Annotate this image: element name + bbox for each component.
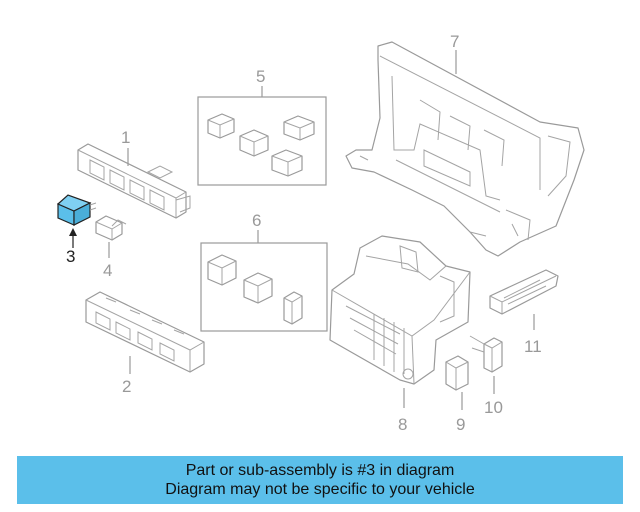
info-banner: Part or sub-assembly is #3 in diagram Di… <box>17 456 623 504</box>
part-3-relay-side <box>73 202 91 226</box>
part-9-fuse[interactable] <box>445 355 469 391</box>
part-4-fuse[interactable] <box>95 215 127 241</box>
callout-3: 3 <box>66 247 75 266</box>
part-6-connectors <box>207 254 303 325</box>
part-5-connectors <box>207 113 315 177</box>
callout-4: 4 <box>103 261 112 280</box>
leader-3-arrowhead <box>69 228 77 236</box>
callout-1: 1 <box>121 128 130 147</box>
callout-6: 6 <box>252 211 261 230</box>
part-10-fuse[interactable] <box>469 335 503 373</box>
part-11-cover[interactable] <box>489 269 559 315</box>
part-3-relay[interactable] <box>56 194 97 226</box>
callout-5: 5 <box>256 67 265 86</box>
callout-8: 8 <box>398 415 407 434</box>
callout-11: 11 <box>524 337 542 356</box>
banner-line-1: Part or sub-assembly is #3 in diagram <box>185 462 455 479</box>
part-1-relay-block[interactable] <box>77 143 191 219</box>
callout-9: 9 <box>456 415 465 434</box>
part-8-fuse-box[interactable] <box>329 235 471 385</box>
part-7-housing[interactable] <box>345 41 585 257</box>
part-2-fuse-block[interactable] <box>85 291 205 373</box>
banner-line-2: Diagram may not be specific to your vehi… <box>165 481 475 498</box>
callout-10: 10 <box>484 398 503 417</box>
callout-2: 2 <box>122 377 131 396</box>
callout-7: 7 <box>450 32 459 51</box>
